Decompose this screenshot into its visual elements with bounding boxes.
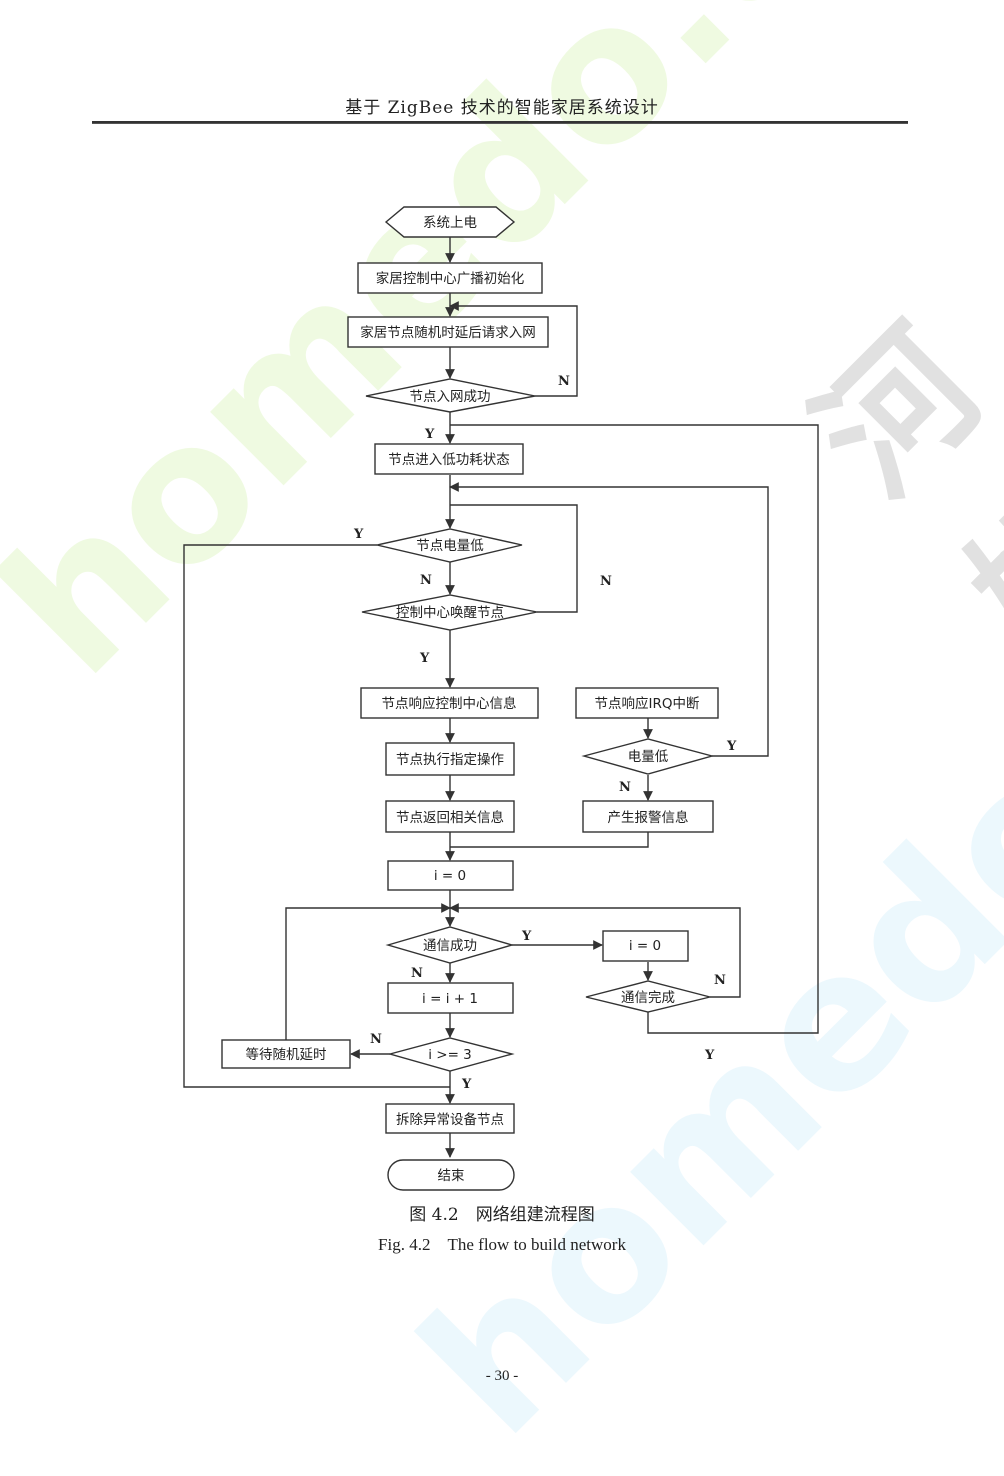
node-i-inc: i = i + 1: [387, 982, 514, 1014]
node-comm-done: 通信完成: [585, 980, 711, 1013]
figure-caption-en: Fig. 4.2 The flow to build network: [378, 1235, 626, 1254]
node-comm-success-label: 通信成功: [423, 938, 477, 954]
node-start: 系统上电: [384, 206, 516, 238]
node-i-inc-label: i = i + 1: [422, 991, 478, 1007]
node-request-join-label: 家居节点随机时延后请求入网: [360, 324, 536, 341]
node-init: 家居控制中心广播初始化: [357, 262, 543, 294]
node-remove: 拆除异常设备节点: [385, 1103, 515, 1134]
node-battery-low-label: 节点电量低: [416, 538, 484, 554]
node-alarm: 产生报警信息: [582, 800, 714, 833]
node-return-info-label: 节点返回相关信息: [396, 809, 504, 826]
node-request-join: 家居节点随机时延后请求入网: [347, 316, 549, 348]
node-respond-irq-label: 节点响应IRQ中断: [595, 695, 700, 712]
node-i-zero-2-label: i = 0: [629, 938, 661, 954]
node-respond-center-label: 节点响应控制中心信息: [382, 695, 517, 712]
node-respond-center: 节点响应控制中心信息: [360, 687, 539, 719]
label-join-no: N: [558, 374, 570, 389]
node-respond-irq: 节点响应IRQ中断: [575, 687, 719, 719]
node-remove-label: 拆除异常设备节点: [396, 1111, 504, 1128]
node-init-label: 家居控制中心广播初始化: [376, 270, 525, 287]
node-end: 结束: [387, 1159, 515, 1191]
node-execute-label: 节点执行指定操作: [396, 752, 504, 768]
running-header: 基于 ZigBee 技术的智能家居系统设计: [345, 98, 659, 118]
label-done-yes: Y: [704, 1048, 715, 1063]
node-i-ge3: i >= 3: [387, 1037, 515, 1072]
label-battery2-no: N: [619, 780, 631, 795]
node-wait-delay: 等待随机延时: [221, 1039, 351, 1069]
node-i-zero-label: i = 0: [434, 868, 466, 884]
node-return-info: 节点返回相关信息: [385, 800, 515, 833]
node-comm-done-label: 通信完成: [621, 990, 675, 1006]
node-execute: 节点执行指定操作: [385, 742, 515, 776]
node-battery-low-2: 电量低: [581, 738, 715, 775]
label-wake-yes: Y: [419, 651, 430, 666]
node-end-label: 结束: [438, 1168, 465, 1184]
node-battery-low: 节点电量低: [376, 528, 523, 563]
node-low-power: 节点进入低功耗状态: [374, 443, 524, 475]
label-done-no: N: [714, 973, 726, 988]
flow-connectors: [183, 236, 819, 1158]
node-join-success-label: 节点入网成功: [410, 389, 491, 405]
label-comm-no: N: [411, 966, 423, 981]
node-comm-success: 通信成功: [385, 926, 515, 964]
label-join-yes: Y: [424, 427, 435, 442]
node-i-zero-2: i = 0: [602, 930, 689, 962]
node-wake: 控制中心唤醒节点: [361, 594, 538, 631]
figure-caption-cn: 图 4.2 网络组建流程图: [409, 1205, 595, 1225]
node-low-power-label: 节点进入低功耗状态: [388, 452, 510, 468]
node-alarm-label: 产生报警信息: [608, 809, 689, 826]
node-battery-low-2-label: 电量低: [628, 749, 669, 765]
label-battery-no: N: [420, 573, 432, 588]
page-number: - 30 -: [485, 1368, 519, 1384]
label-comm-yes: Y: [521, 929, 532, 944]
node-start-label: 系统上电: [423, 215, 477, 231]
label-battery-yes: Y: [353, 527, 364, 542]
label-ige3-yes: Y: [461, 1077, 472, 1092]
label-battery2-yes: Y: [726, 739, 737, 754]
label-wake-no: N: [600, 574, 612, 589]
label-ige3-no: N: [370, 1032, 382, 1047]
node-i-zero: i = 0: [387, 860, 514, 891]
node-wait-delay-label: 等待随机延时: [246, 1046, 327, 1063]
node-wake-label: 控制中心唤醒节点: [396, 605, 504, 621]
header-rule: [92, 121, 908, 124]
node-i-ge3-label: i >= 3: [428, 1047, 472, 1063]
node-join-success: 节点入网成功: [365, 378, 536, 413]
